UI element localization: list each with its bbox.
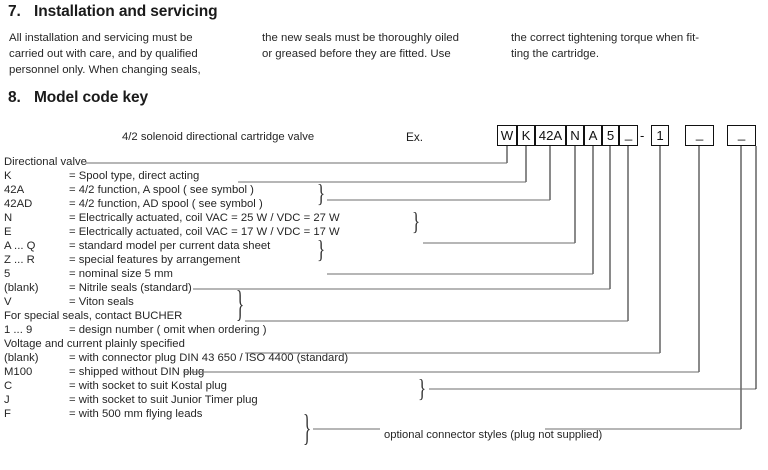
legend-value: = design number ( omit when ordering ) bbox=[69, 324, 267, 336]
legend-value: = nominal size 5 mm bbox=[69, 268, 173, 280]
section-number: 7. bbox=[8, 3, 21, 20]
intro-line: personnel only. When changing seals, bbox=[9, 64, 201, 77]
legend-row: (blank) = Nitrile seals (standard) bbox=[4, 282, 474, 296]
intro-line: or greased before they are fitted. Use bbox=[262, 48, 451, 61]
legend-key: F bbox=[4, 408, 11, 420]
legend-key: V bbox=[4, 296, 12, 308]
optional-connector-note: optional connector styles (plug not supp… bbox=[384, 429, 603, 441]
section-heading-model-code: 8. Model code key bbox=[8, 89, 148, 107]
legend-key: C bbox=[4, 380, 13, 392]
intro-line: the new seals must be thoroughly oiled bbox=[262, 32, 459, 44]
section-title: Model code key bbox=[34, 89, 149, 106]
legend-row: A ... Q = standard model per current data… bbox=[4, 240, 474, 254]
code-box-directional-valve[interactable]: W bbox=[497, 125, 517, 146]
legend-row: Voltage and current plainly specified bbox=[4, 338, 474, 352]
legend-row: K = Spool type, direct acting bbox=[4, 170, 474, 184]
legend-key: (blank) bbox=[4, 282, 39, 294]
legend-value: = standard model per current data sheet bbox=[69, 240, 271, 252]
legend-value: = with connector plug DIN 43 650 / ISO 4… bbox=[69, 352, 349, 364]
model-code-caption: 4/2 solenoid directional cartridge valve bbox=[122, 131, 315, 143]
brace-connector-group: } bbox=[303, 407, 312, 449]
legend-row: Directional valve bbox=[4, 156, 474, 170]
intro-line: carried out with care, and by qualified bbox=[9, 48, 198, 61]
legend-value: = Electrically actuated, coil VAC = 25 W… bbox=[69, 212, 340, 224]
brace-voltage-group: } bbox=[418, 374, 427, 403]
legend-value: = with socket to suit Junior Timer plug bbox=[69, 394, 258, 406]
legend-key: K bbox=[4, 170, 12, 182]
legend-value: = 4/2 function, A spool ( see symbol ) bbox=[69, 184, 254, 196]
brace-function-group: } bbox=[317, 179, 326, 208]
section-number: 8. bbox=[8, 89, 21, 106]
code-box-seals[interactable]: _ bbox=[619, 125, 638, 146]
code-box-nominal-size[interactable]: 5 bbox=[602, 125, 619, 146]
intro-line: All installation and servicing must be bbox=[9, 32, 193, 44]
legend-text: Voltage and current plainly specified bbox=[4, 338, 185, 350]
legend-row: (blank) = with connector plug DIN 43 650 … bbox=[4, 352, 474, 366]
code-box-voltage[interactable]: _ bbox=[685, 125, 714, 146]
legend-row: 42A = 4/2 function, A spool ( see symbol … bbox=[4, 184, 474, 198]
legend-key: M100 bbox=[4, 366, 33, 378]
legend-row: C = with socket to suit Kostal plug bbox=[4, 380, 474, 394]
model-code-legend: Directional valve K = Spool type, direct … bbox=[4, 156, 474, 422]
box-stubs bbox=[506, 146, 742, 429]
legend-row: F = with 500 mm flying leads bbox=[4, 408, 474, 422]
section-title: Installation and servicing bbox=[34, 3, 218, 20]
legend-row: V = Viton seals bbox=[4, 296, 474, 310]
intro-line: the correct tightening torque when fit- bbox=[511, 32, 700, 44]
legend-row: 5 = nominal size 5 mm bbox=[4, 268, 474, 282]
brace-model-group: } bbox=[317, 235, 326, 264]
legend-key: 42AD bbox=[4, 198, 33, 210]
section-heading-installation: 7. Installation and servicing bbox=[8, 3, 218, 21]
code-box-function[interactable]: 42A bbox=[535, 125, 566, 146]
brace-actuation-group: } bbox=[412, 207, 421, 236]
legend-value: = with 500 mm flying leads bbox=[69, 408, 203, 420]
code-separator-dash: - bbox=[640, 128, 645, 143]
intro-column-3: the correct tightening torque when fit- … bbox=[511, 30, 766, 62]
legend-text: Directional valve bbox=[4, 156, 87, 168]
intro-column-2: the new seals must be thoroughly oiled o… bbox=[262, 30, 512, 62]
legend-key: 42A bbox=[4, 184, 25, 196]
code-box-connector[interactable]: _ bbox=[727, 125, 756, 146]
intro-line: ting the cartridge. bbox=[511, 48, 600, 61]
legend-value: = Viton seals bbox=[69, 296, 134, 308]
legend-value: = shipped without DIN plug bbox=[69, 366, 205, 378]
legend-row: J = with socket to suit Junior Timer plug bbox=[4, 394, 474, 408]
legend-row: 1 ... 9 = design number ( omit when order… bbox=[4, 324, 474, 338]
code-box-design-number[interactable]: 1 bbox=[651, 125, 669, 146]
code-box-model-variant[interactable]: A bbox=[584, 125, 602, 146]
legend-key: E bbox=[4, 226, 12, 238]
legend-row: N = Electrically actuated, coil VAC = 25 … bbox=[4, 212, 474, 226]
brace-seals-group: } bbox=[236, 283, 245, 325]
legend-value: = special features by arrangement bbox=[69, 254, 241, 266]
code-box-spool-type[interactable]: K bbox=[517, 125, 535, 146]
legend-value: = Electrically actuated, coil VAC = 17 W… bbox=[69, 226, 340, 238]
legend-row: Z ... R = special features by arrangement bbox=[4, 254, 474, 268]
legend-key: 1 ... 9 bbox=[4, 324, 33, 336]
legend-row: 42AD = 4/2 function, AD spool ( see symbo… bbox=[4, 198, 474, 212]
legend-key: 5 bbox=[4, 268, 11, 280]
legend-key: N bbox=[4, 212, 13, 224]
intro-column-1: All installation and servicing must be c… bbox=[9, 30, 259, 79]
legend-value: = Spool type, direct acting bbox=[69, 170, 200, 182]
legend-key: A ... Q bbox=[4, 240, 36, 252]
example-label: Ex. bbox=[406, 130, 424, 144]
legend-value: = with socket to suit Kostal plug bbox=[69, 380, 227, 392]
legend-text: For special seals, contact BUCHER bbox=[4, 310, 183, 322]
legend-key: J bbox=[4, 394, 10, 406]
legend-row: For special seals, contact BUCHER bbox=[4, 310, 474, 324]
legend-row: E = Electrically actuated, coil VAC = 17 … bbox=[4, 226, 474, 240]
legend-value: = 4/2 function, AD spool ( see symbol ) bbox=[69, 198, 263, 210]
legend-key: (blank) bbox=[4, 352, 39, 364]
legend-key: Z ... R bbox=[4, 254, 35, 266]
legend-row: M100 = shipped without DIN plug bbox=[4, 366, 474, 380]
legend-value: = Nitrile seals (standard) bbox=[69, 282, 192, 294]
code-box-actuation[interactable]: N bbox=[566, 125, 584, 146]
